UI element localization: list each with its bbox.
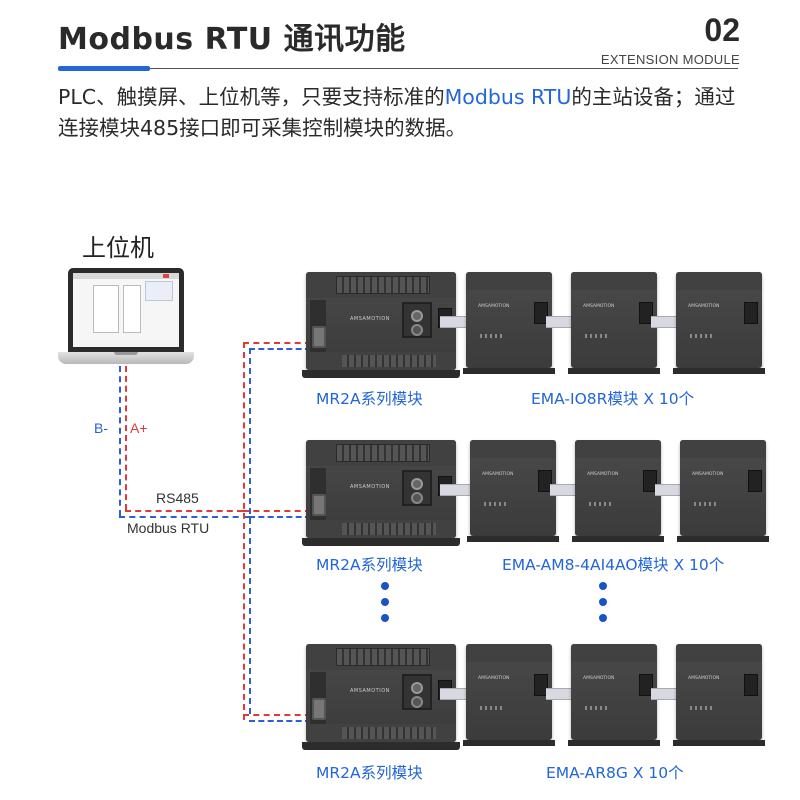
a-plus-label: A+ <box>130 420 148 436</box>
ribbon-cable <box>546 688 578 700</box>
section-subtitle: EXTENSION MODULE <box>600 52 740 67</box>
laptop-notch <box>114 352 138 355</box>
dot <box>599 582 607 590</box>
modbus-rtu-label: Modbus RTU <box>127 520 210 536</box>
extension-module: AMSAMOTION <box>568 272 660 374</box>
rs485-port <box>312 326 326 348</box>
rs485-port <box>312 698 326 720</box>
extension-module: AMSAMOTION <box>463 644 555 746</box>
description-part1: PLC、触摸屏、上位机等，只要支持标准的 <box>58 85 445 109</box>
host-computer-label: 上位机 <box>82 234 154 262</box>
row3-ext-label: EMA-AR8G X 10个 <box>546 764 684 782</box>
extension-module: AMSAMOTION <box>677 440 769 542</box>
extension-module: AMSAMOTION <box>572 440 664 542</box>
ribbon-cable <box>550 484 582 496</box>
branch-row1-a <box>243 342 311 344</box>
extension-module: AMSAMOTION <box>467 440 559 542</box>
plc-terminal-door <box>402 470 432 506</box>
laptop-display <box>73 273 179 347</box>
branch-row1-b <box>249 348 311 350</box>
window-close-icon <box>163 274 169 278</box>
b-minus-label: B- <box>94 420 108 436</box>
title-divider <box>58 68 738 69</box>
bus-wire-b-down <box>119 366 121 516</box>
plc-module: AMSAMOTION <box>302 644 460 750</box>
ribbon-cable <box>655 484 687 496</box>
laptop-base <box>58 352 194 364</box>
plc-terminal-door <box>402 674 432 710</box>
window-titlebar <box>73 273 179 279</box>
window-dialog <box>145 281 173 301</box>
page-title: Modbus RTU 通讯功能 <box>58 22 406 57</box>
row1-ext-label: EMA-IO8R模块 X 10个 <box>531 390 695 408</box>
row2-ext-label: EMA-AM8-4AI4AO模块 X 10个 <box>502 556 725 574</box>
plc-brand: AMSAMOTION <box>350 316 390 322</box>
bus-wire-a-horizontal <box>125 510 243 512</box>
row2-main-label: MR2A系列模块 <box>316 556 423 574</box>
rs485-label: RS485 <box>156 490 199 506</box>
section-number: 02 <box>704 12 740 48</box>
dot <box>381 582 389 590</box>
laptop-icon <box>58 268 194 366</box>
continuation-dots-right <box>599 582 609 630</box>
dot <box>381 598 389 606</box>
ribbon-cable <box>440 484 476 496</box>
extension-module: AMSAMOTION <box>673 272 765 374</box>
trunk-wire-a <box>243 342 245 720</box>
ribbon-cable <box>546 316 578 328</box>
bus-wire-b-horizontal <box>119 516 249 518</box>
dot <box>599 614 607 622</box>
window-tree-pane <box>93 285 119 333</box>
description-part2: 的主站设备；通过连接模块485接口即可采集控制模块的数据。 <box>58 85 736 140</box>
laptop-screen <box>68 268 184 352</box>
window-list-pane <box>123 285 141 333</box>
title-accent-bar <box>58 66 150 71</box>
row1-main-label: MR2A系列模块 <box>316 390 423 408</box>
branch-row2-b <box>249 516 311 518</box>
rs485-port <box>312 494 326 516</box>
extension-module: AMSAMOTION <box>568 644 660 746</box>
branch-row2-a <box>243 510 311 512</box>
extension-module: AMSAMOTION <box>673 644 765 746</box>
plc-terminal-door <box>402 302 432 338</box>
extension-module: AMSAMOTION <box>463 272 555 374</box>
description: PLC、触摸屏、上位机等，只要支持标准的Modbus RTU的主站设备；通过连接… <box>58 82 748 144</box>
continuation-dots-left <box>381 582 391 630</box>
plc-module: AMSAMOTION <box>302 272 460 378</box>
bus-wire-a-down <box>125 366 127 510</box>
plc-module: AMSAMOTION <box>302 440 460 546</box>
row3-main-label: MR2A系列模块 <box>316 764 423 782</box>
plc-brand: AMSAMOTION <box>350 688 390 694</box>
dot <box>599 598 607 606</box>
plc-brand: AMSAMOTION <box>350 484 390 490</box>
trunk-wire-b <box>249 348 251 714</box>
dot <box>381 614 389 622</box>
branch-row3-a <box>243 714 311 716</box>
branch-row3-b <box>249 720 311 722</box>
ribbon-cable <box>651 316 683 328</box>
description-highlight: Modbus RTU <box>444 85 572 109</box>
ribbon-cable <box>651 688 683 700</box>
